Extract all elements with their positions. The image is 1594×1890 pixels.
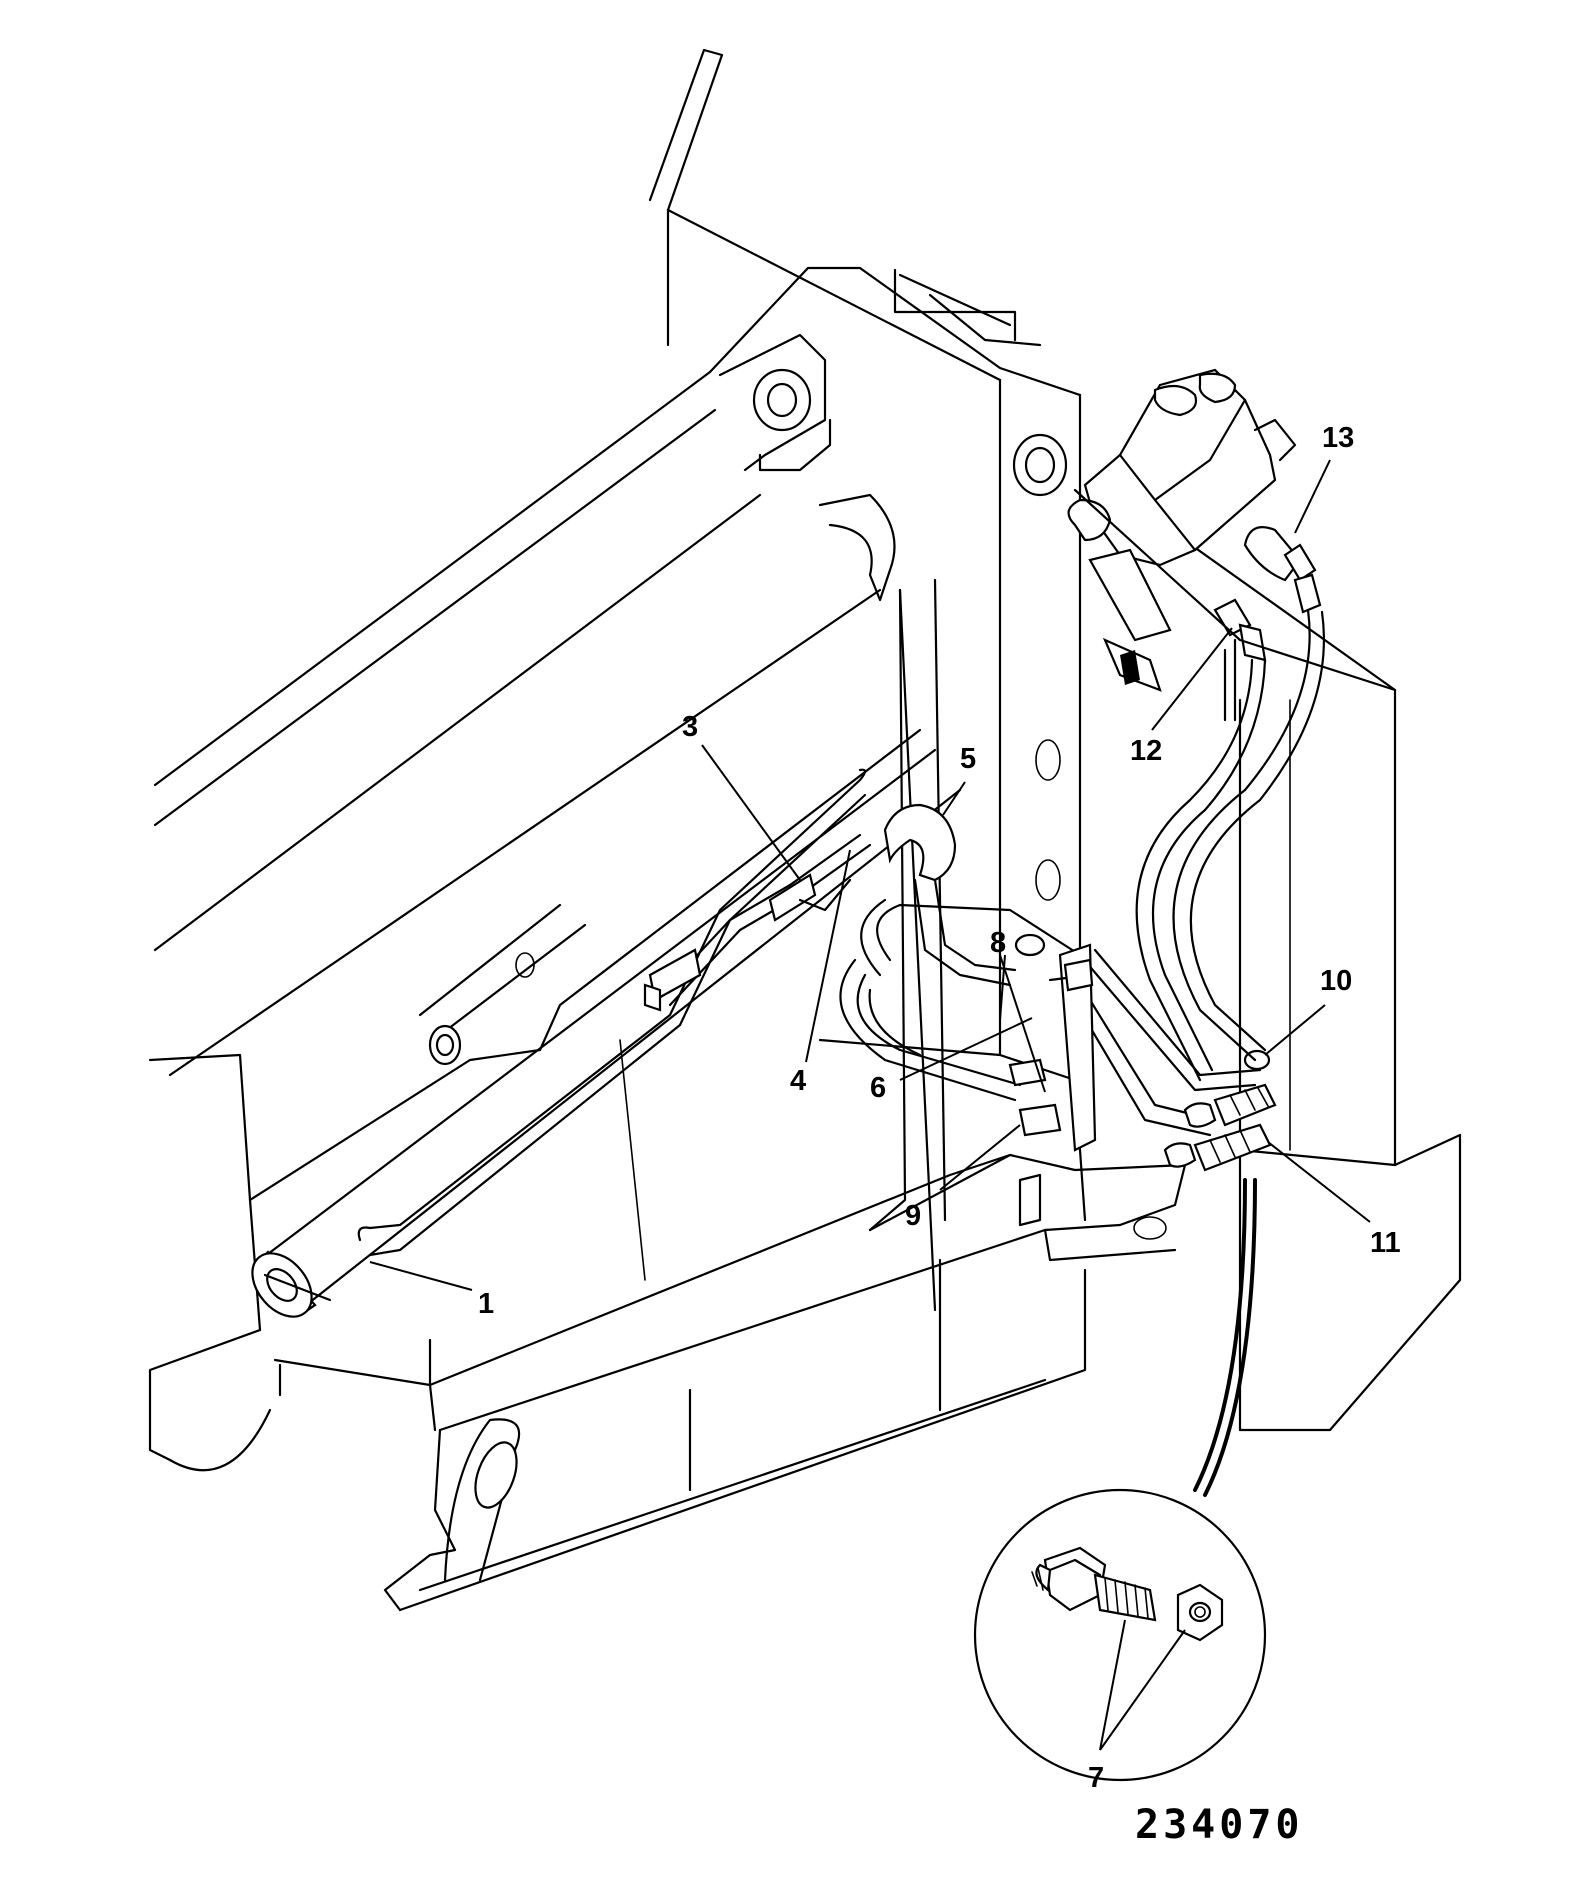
- coupling-stack-lower: [1163, 1123, 1272, 1172]
- nut: [1176, 1583, 1224, 1642]
- callout-7: 7: [1088, 1762, 1104, 1794]
- bolt-detail-inset: [973, 1178, 1267, 1782]
- leader-lines: [369, 459, 1371, 1751]
- callout-10: 10: [1320, 965, 1352, 997]
- callout-11: 11: [1370, 1227, 1401, 1259]
- hydraulic-cylinder: [251, 748, 962, 1318]
- callout-8: 8: [990, 927, 1006, 959]
- callout-5: 5: [960, 743, 976, 775]
- callout-6: 6: [870, 1072, 886, 1104]
- callout-1: 1: [478, 1288, 494, 1320]
- callout-12: 12: [1130, 735, 1162, 767]
- hose-loop-assembly: [839, 898, 1277, 1172]
- hydraulic-pipes: [357, 768, 1046, 1257]
- drawing-number: 234070: [1135, 1802, 1304, 1848]
- callout-4: 4: [790, 1065, 806, 1097]
- callout-9: 9: [905, 1200, 921, 1232]
- control-valve: [1067, 368, 1397, 1082]
- bolt: [1031, 1546, 1157, 1622]
- callout-13: 13: [1322, 422, 1354, 454]
- callout-3: 3: [682, 711, 698, 743]
- callout-labels: 1 3 4 5 6 7 8 9 10 11 12 13: [478, 422, 1401, 1794]
- coupling-stack-upper: [1183, 1083, 1277, 1128]
